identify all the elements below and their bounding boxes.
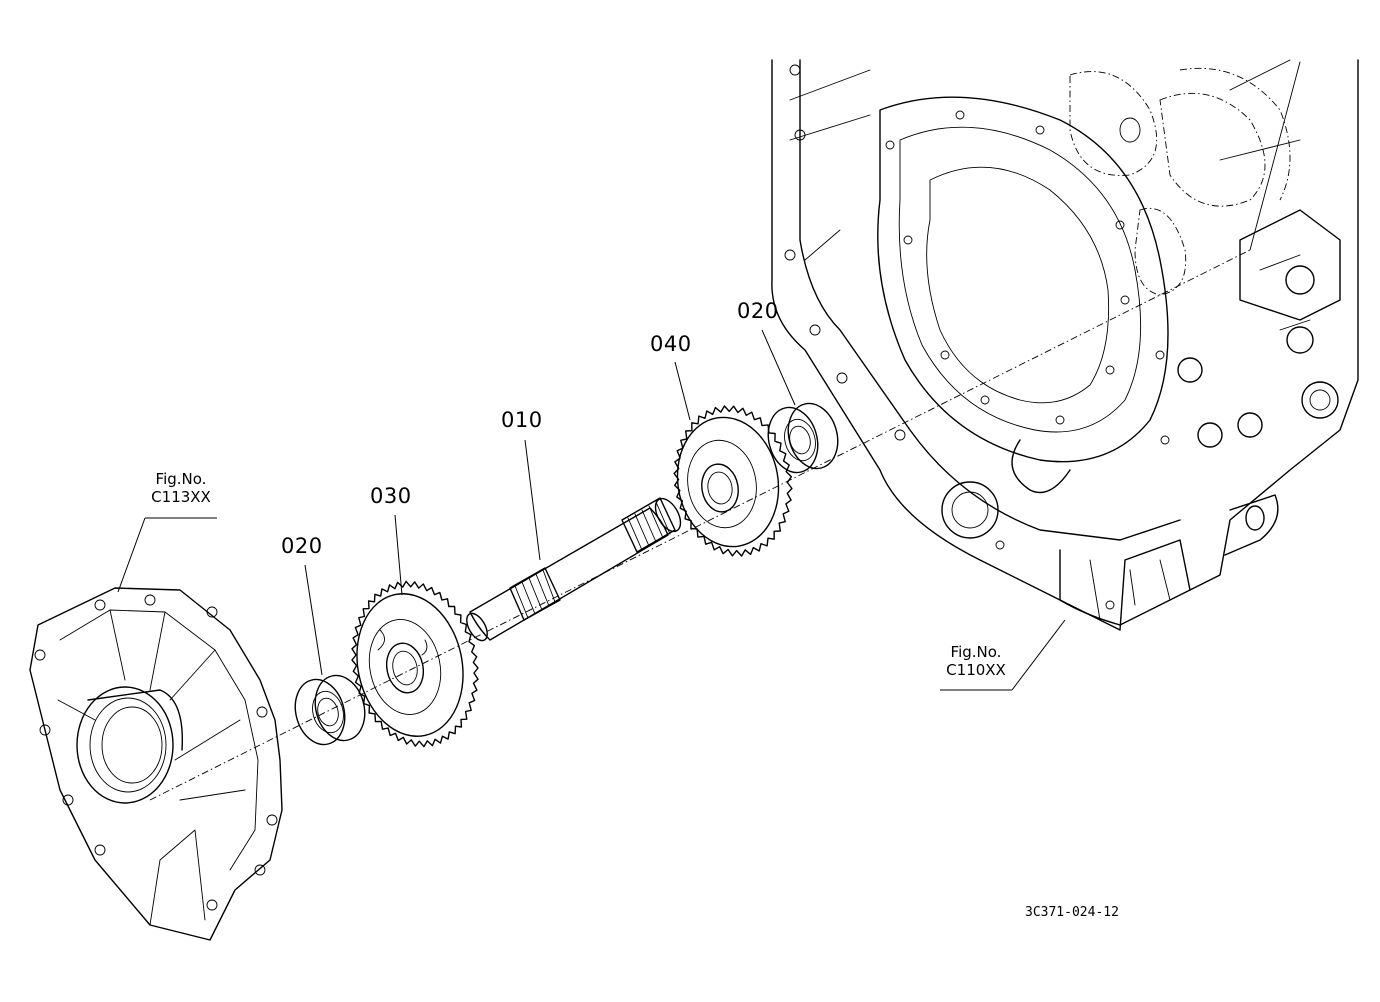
gear-030 [351,580,479,748]
callout-030: 030 [370,484,412,508]
axis-centerlines [149,61,1301,801]
callout-040: 040 [650,332,692,356]
gear-040 [673,405,793,557]
figure-reference-left-code: C113XX [151,488,211,506]
figure-reference-right: Fig.No. C110XX [940,643,1012,680]
callout-020-left: 020 [281,534,323,558]
figure-reference-right-code: C110XX [946,661,1006,679]
transmission-cover-left [29,587,283,941]
leader-lines [117,329,1066,691]
bearing-right [767,402,839,474]
figure-reference-right-prefix: Fig.No. [950,643,1002,661]
gear030-teeth [351,580,479,748]
figure-reference-left: Fig.No. C113XX [145,470,217,507]
gear040-teeth [673,405,793,557]
bearing-left [294,674,366,746]
shaft-010 [466,497,682,642]
callout-010: 010 [501,408,543,432]
callout-020-right: 020 [737,299,779,323]
drawing-number: 3C371-024-12 [1025,905,1119,920]
figure-reference-left-prefix: Fig.No. [155,470,207,488]
transmission-housing-right [771,59,1359,631]
